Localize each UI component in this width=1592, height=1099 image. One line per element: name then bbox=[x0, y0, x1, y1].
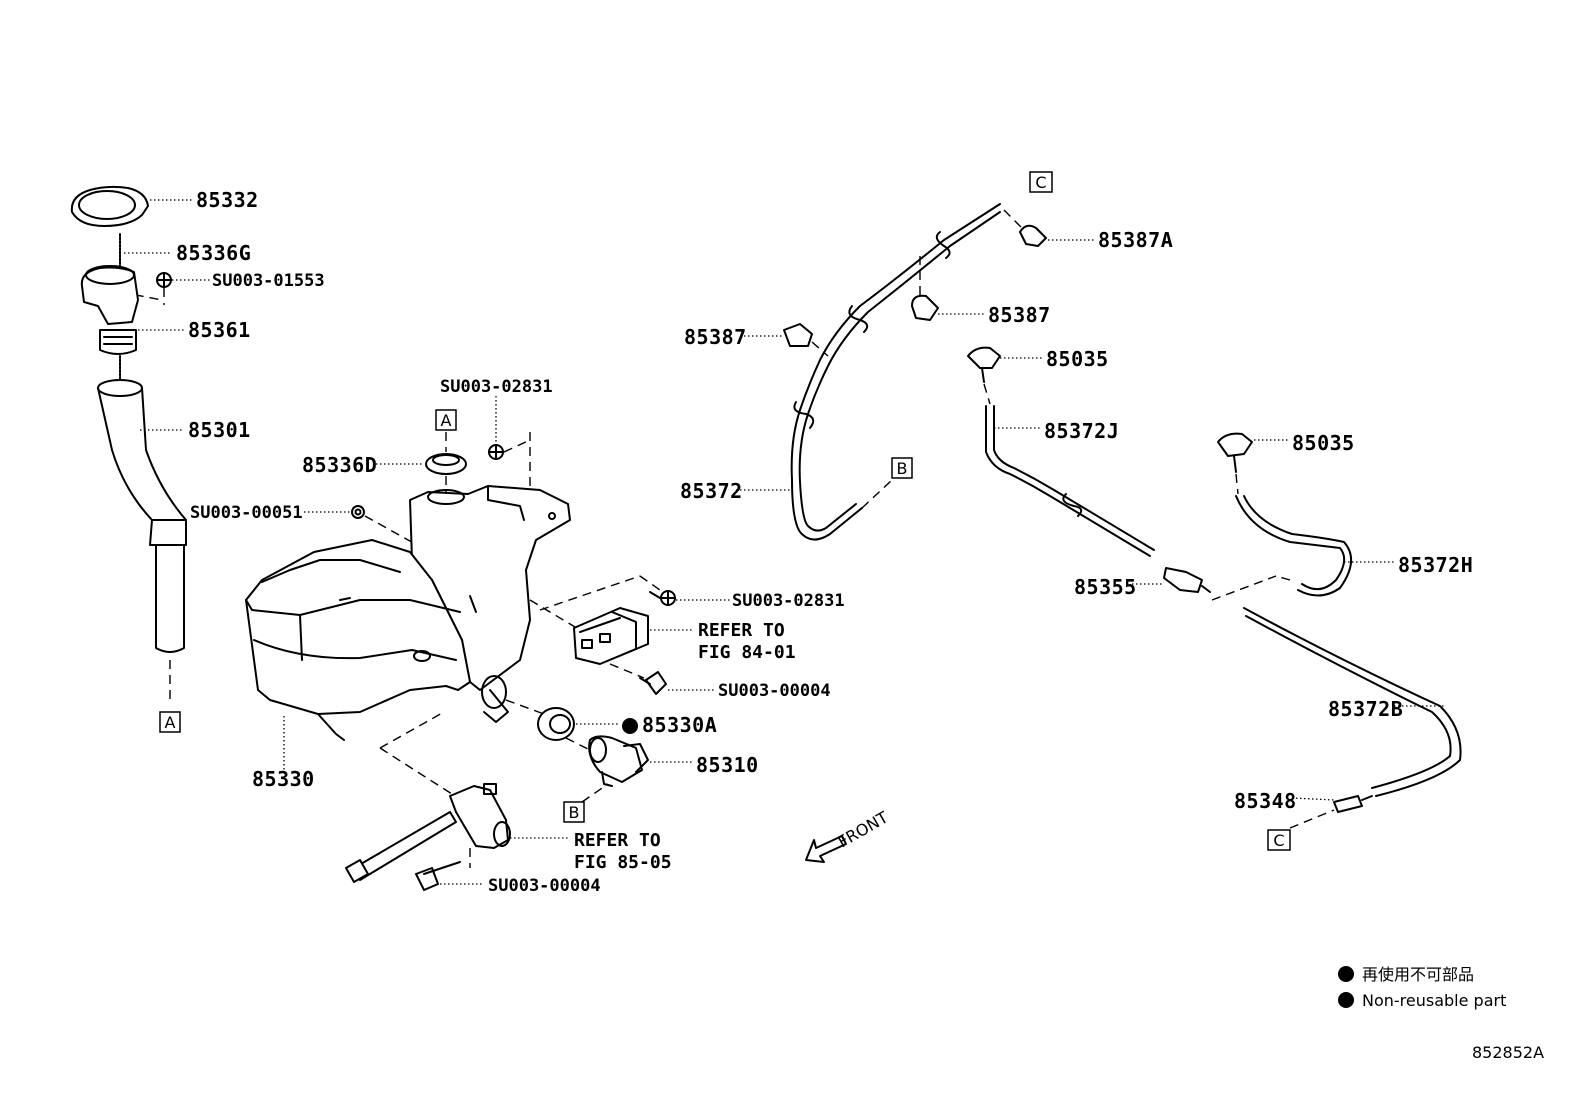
label-85387A[interactable]: 85387A bbox=[1098, 228, 1173, 252]
svg-text:B: B bbox=[897, 459, 908, 478]
nut-su003-00051[interactable] bbox=[351, 505, 365, 519]
nozzle-85035-rear[interactable] bbox=[1217, 432, 1253, 473]
label-85035-front[interactable]: 85035 bbox=[1046, 347, 1109, 371]
figure-code: 852852A bbox=[1472, 1043, 1544, 1062]
legend-english: Non-reusable part bbox=[1362, 991, 1506, 1010]
label-fig-84-01[interactable]: FIG 84-01 bbox=[698, 642, 796, 663]
label-refer-to-2[interactable]: REFER TO bbox=[574, 830, 661, 851]
check-valve-85355[interactable] bbox=[1163, 567, 1211, 593]
screw-su003-01553[interactable] bbox=[156, 272, 172, 288]
label-85336D[interactable]: 85336D bbox=[302, 453, 377, 477]
connector-C-top: C bbox=[1029, 171, 1053, 193]
label-su003-02831-right[interactable]: SU003-02831 bbox=[732, 591, 845, 611]
label-su003-00004-bottom[interactable]: SU003-00004 bbox=[488, 876, 601, 896]
washer-motor-85310[interactable] bbox=[588, 735, 649, 787]
hose-85372B[interactable] bbox=[1243, 607, 1462, 797]
label-fig-85-05[interactable]: FIG 85-05 bbox=[574, 852, 672, 873]
label-su003-02831-top[interactable]: SU003-02831 bbox=[440, 377, 553, 397]
clamp-85387A[interactable] bbox=[1019, 224, 1047, 247]
hose-85372J[interactable] bbox=[985, 405, 1155, 557]
svg-text:C: C bbox=[1273, 831, 1284, 850]
clamp-85387-right[interactable] bbox=[911, 294, 939, 321]
label-85332[interactable]: 85332 bbox=[196, 188, 259, 212]
svg-text:A: A bbox=[441, 411, 452, 430]
front-label: FRONT bbox=[835, 808, 892, 852]
grommet-85336D[interactable] bbox=[425, 453, 467, 475]
label-85336G[interactable]: 85336G bbox=[176, 241, 251, 265]
joint-85348[interactable] bbox=[1333, 795, 1373, 813]
hose-85372[interactable] bbox=[790, 203, 1001, 541]
nozzle-85035-front[interactable] bbox=[967, 346, 1001, 383]
label-85372H[interactable]: 85372H bbox=[1398, 553, 1473, 577]
svg-text:C: C bbox=[1035, 173, 1046, 192]
label-85301[interactable]: 85301 bbox=[188, 418, 251, 442]
filler-neck-85361[interactable] bbox=[80, 265, 139, 355]
bolt-su003-02831-right[interactable] bbox=[649, 590, 676, 606]
label-85361[interactable]: 85361 bbox=[188, 318, 251, 342]
connector-A-bottom: A bbox=[159, 711, 181, 733]
bolt-su003-02831-top[interactable] bbox=[488, 444, 504, 460]
level-sensor-ref-85-05[interactable] bbox=[345, 783, 511, 883]
filler-cap-85332[interactable] bbox=[70, 185, 149, 227]
label-su003-00051[interactable]: SU003-00051 bbox=[190, 503, 303, 523]
non-reusable-marker-icon bbox=[622, 718, 638, 734]
legend: 再使用不可部品 Non-reusable part bbox=[1338, 965, 1506, 1010]
clamp-85387-left[interactable] bbox=[783, 323, 813, 347]
label-85035-rear[interactable]: 85035 bbox=[1292, 431, 1355, 455]
label-refer-to-1[interactable]: REFER TO bbox=[698, 620, 785, 641]
legend-japanese: 再使用不可部品 bbox=[1362, 965, 1474, 984]
connector-A-top: A bbox=[435, 409, 457, 431]
svg-text:B: B bbox=[569, 803, 580, 822]
label-85372[interactable]: 85372 bbox=[680, 479, 743, 503]
label-su003-00004-right[interactable]: SU003-00004 bbox=[718, 681, 831, 701]
front-arrow-icon bbox=[805, 835, 847, 863]
label-85310[interactable]: 85310 bbox=[696, 753, 759, 777]
legend-bullet-icon bbox=[1338, 966, 1354, 982]
label-85348[interactable]: 85348 bbox=[1234, 789, 1297, 813]
label-85355[interactable]: 85355 bbox=[1074, 575, 1137, 599]
bolt-su003-00004-right[interactable] bbox=[639, 671, 667, 695]
label-85330A[interactable]: 85330A bbox=[642, 713, 717, 737]
label-85387-right[interactable]: 85387 bbox=[988, 303, 1051, 327]
connector-B-right: B bbox=[891, 457, 913, 479]
filler-pipe-85301[interactable] bbox=[97, 379, 187, 653]
grommet-85330A[interactable] bbox=[537, 707, 575, 741]
label-85372B[interactable]: 85372B bbox=[1328, 697, 1403, 721]
controller-ref-84-01[interactable] bbox=[573, 607, 649, 665]
svg-text:A: A bbox=[165, 713, 176, 732]
label-su003-01553[interactable]: SU003-01553 bbox=[212, 271, 325, 291]
label-85387-left[interactable]: 85387 bbox=[684, 325, 747, 349]
legend-bullet-icon bbox=[1338, 992, 1354, 1008]
bolt-su003-00004-bottom[interactable] bbox=[415, 861, 461, 891]
hose-85372H[interactable] bbox=[1235, 495, 1352, 597]
label-85372J[interactable]: 85372J bbox=[1044, 419, 1119, 443]
label-85330[interactable]: 85330 bbox=[252, 767, 315, 791]
connector-B-bottom: B bbox=[563, 801, 585, 823]
connector-C-bottom: C bbox=[1267, 829, 1291, 851]
washer-tank-85330[interactable] bbox=[245, 485, 571, 741]
